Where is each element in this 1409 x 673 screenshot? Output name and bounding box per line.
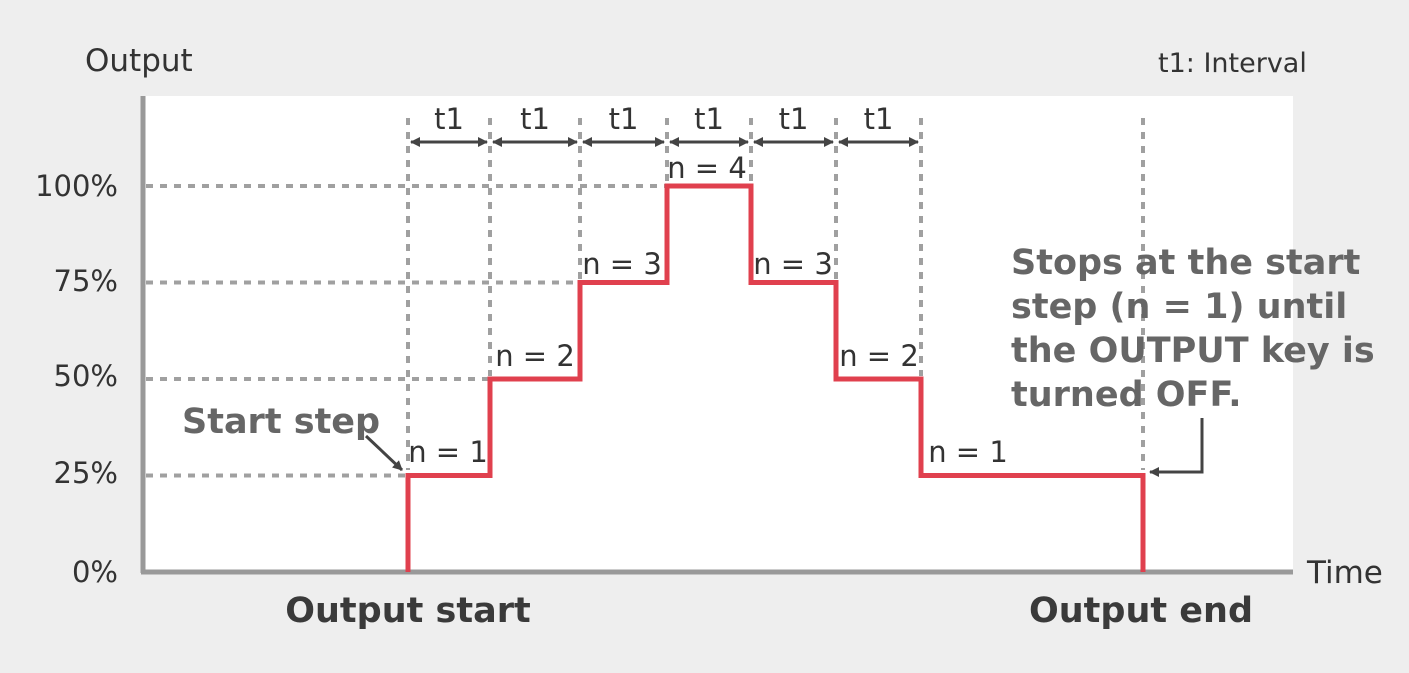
stop-note-line: the OUTPUT key is bbox=[1011, 331, 1375, 371]
step-label: n = 3 bbox=[753, 247, 833, 281]
step-label: n = 1 bbox=[928, 435, 1008, 469]
interval-markers: t1 t1 t1 t1 t1 t1 bbox=[410, 102, 919, 147]
y-tick-label: 0% bbox=[72, 555, 118, 589]
interval-label: t1 bbox=[779, 102, 809, 136]
stop-note: Stops at the start step (n = 1) until th… bbox=[1011, 243, 1375, 415]
step-label: n = 1 bbox=[408, 435, 488, 469]
step-labels: n = 1 n = 2 n = 3 n = 4 n = 3 n = 2 n = … bbox=[408, 151, 1008, 469]
y-tick-label: 50% bbox=[54, 359, 118, 393]
start-step-label: Start step bbox=[182, 402, 380, 442]
y-axis-label: Output bbox=[85, 43, 193, 79]
stop-note-line: step (n = 1) until bbox=[1011, 287, 1347, 327]
interval-label: t1 bbox=[609, 102, 639, 136]
output-start-label: Output start bbox=[285, 591, 530, 631]
y-tick-label: 75% bbox=[54, 264, 118, 298]
interval-label: t1 bbox=[434, 102, 464, 136]
step-label: n = 4 bbox=[667, 151, 747, 185]
stop-note-arrow bbox=[1149, 418, 1204, 477]
stop-note-line: turned OFF. bbox=[1011, 375, 1242, 415]
start-step-arrow bbox=[364, 434, 404, 472]
x-axis-label: Time bbox=[1306, 555, 1383, 591]
interval-legend: t1: Interval bbox=[1158, 48, 1307, 79]
interval-label: t1 bbox=[520, 102, 550, 136]
step-label: n = 2 bbox=[495, 339, 575, 373]
interval-label: t1 bbox=[694, 102, 724, 136]
step-label: n = 3 bbox=[582, 247, 662, 281]
interval-label: t1 bbox=[864, 102, 894, 136]
stop-note-line: Stops at the start bbox=[1011, 243, 1360, 283]
grid-lines bbox=[146, 118, 1145, 478]
output-step-line bbox=[405, 183, 1146, 572]
output-end-label: Output end bbox=[1029, 591, 1253, 631]
y-tick-labels: 100% 75% 50% 25% 0% bbox=[35, 169, 118, 589]
y-tick-label: 25% bbox=[54, 456, 118, 490]
step-label: n = 2 bbox=[839, 339, 919, 373]
y-tick-label: 100% bbox=[35, 169, 118, 203]
plot-area bbox=[143, 96, 1293, 572]
